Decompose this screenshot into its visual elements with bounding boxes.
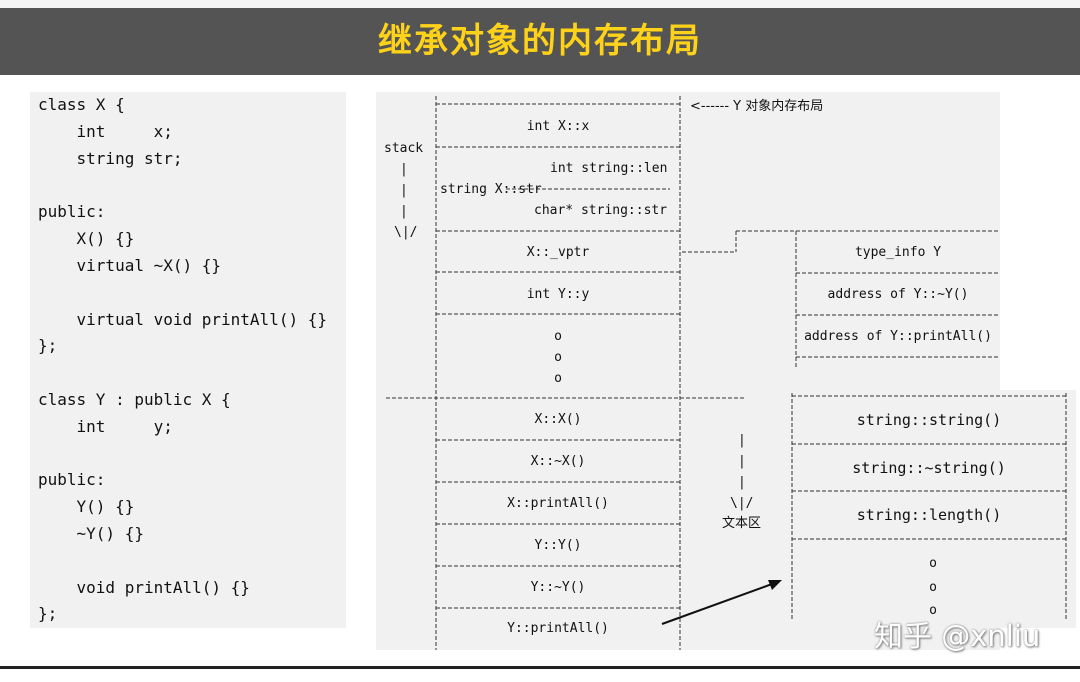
text-cell: X::printAll() [507, 496, 609, 511]
text-cell: X::X() [534, 412, 582, 427]
text-cell: Y::printAll() [507, 621, 609, 636]
code-line: string str; [38, 149, 183, 168]
code-line: public: [38, 470, 106, 489]
text-cell: Y::~Y() [530, 580, 586, 595]
string-cell: o [929, 556, 937, 571]
string-cell: o [929, 603, 937, 618]
text-area-arrow-head: \|/ [730, 496, 754, 511]
vtable-cell: address of Y::printAll() [804, 329, 992, 344]
code-line: X() {} [38, 229, 135, 248]
object-cell: o [554, 350, 562, 365]
code-line: class X { [38, 95, 125, 114]
code-line: void printAll() {} [38, 578, 250, 597]
stack-arrow-bar: | [400, 204, 408, 219]
text-area-bar: | [738, 454, 746, 469]
object-cell: int X::x [526, 119, 590, 134]
string-cell: string::string() [856, 411, 1002, 429]
code-line: Y() {} [38, 497, 135, 516]
top-strip [0, 0, 1080, 8]
text-area-label: 文本区 [722, 516, 762, 531]
code-line: ~Y() {} [38, 524, 144, 543]
code-line: }; [38, 604, 58, 623]
string-cell: string::~string() [852, 459, 1006, 477]
stack-arrow-head: \|/ [394, 225, 418, 240]
object-cell: o [554, 329, 562, 344]
text-area-bar: | [738, 475, 746, 490]
text-area-bar: | [738, 433, 746, 448]
object-cell: char* string::str [534, 203, 668, 218]
code-line: class Y : public X { [38, 390, 231, 409]
code-line: virtual ~X() {} [38, 256, 222, 275]
code-line: }; [38, 336, 58, 355]
bottom-border [0, 666, 1080, 669]
vtable-cell: address of Y::~Y() [827, 287, 969, 302]
object-cell: string X::str [440, 182, 542, 197]
text-cell: Y::Y() [534, 538, 582, 553]
vtable-cell: type_info Y [854, 245, 942, 260]
stack-arrow-bar: | [400, 183, 408, 198]
watermark: 知乎 @xnliu [874, 619, 1041, 653]
text-cell: X::~X() [530, 454, 586, 469]
stack-label: stack [384, 141, 424, 156]
string-cell: string::length() [856, 506, 1002, 524]
code-line: int x; [38, 122, 173, 141]
object-cell: o [554, 371, 562, 386]
page-title: 继承对象的内存布局 [378, 21, 702, 61]
object-cell: X::_vptr [526, 245, 590, 260]
code-panel: class X { int x; string str; public: X()… [30, 92, 346, 628]
string-cell: o [929, 580, 937, 595]
code-line: virtual void printAll() {} [38, 310, 327, 329]
stack-arrow-bar: | [400, 162, 408, 177]
title-bar: 继承对象的内存布局 [0, 8, 1080, 75]
string-table-panel [788, 390, 1076, 628]
code-line: int y; [38, 417, 173, 436]
object-cell: int Y::y [526, 287, 590, 302]
object-cell: int string::len [550, 161, 668, 176]
layout-label: <------ Y 对象内存布局 [690, 99, 824, 114]
code-line: public: [38, 202, 106, 221]
